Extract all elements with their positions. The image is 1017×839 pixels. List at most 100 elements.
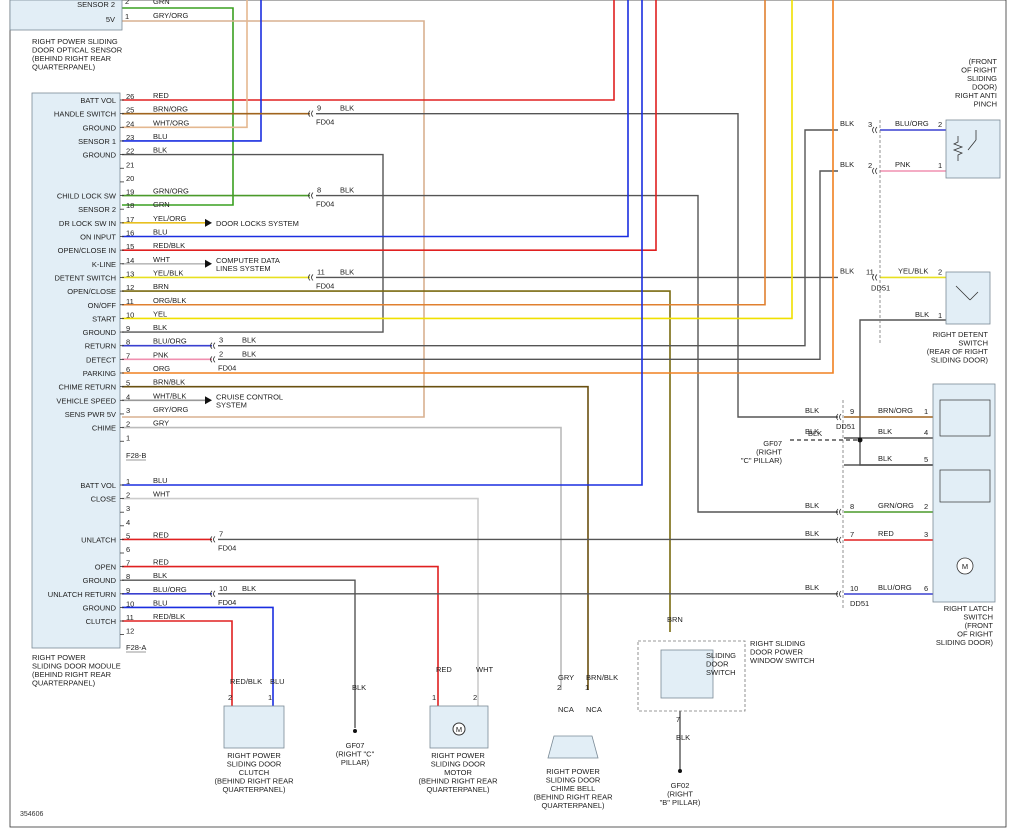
window-switch-caption: DOOR POWER bbox=[750, 648, 804, 657]
wire-return-blk bbox=[218, 129, 838, 347]
pin-number: 5 bbox=[126, 379, 130, 388]
pin-number: 2 bbox=[938, 267, 942, 276]
pin-number: 7 bbox=[850, 530, 854, 539]
gf07-caption: PILLAR) bbox=[341, 758, 370, 767]
module-pin-label: START bbox=[92, 314, 116, 323]
anti-pinch-box bbox=[945, 119, 1001, 179]
module-pin-label: SENSOR 2 bbox=[78, 205, 116, 214]
detent-caption: (REAR OF RIGHT bbox=[927, 347, 989, 356]
pin-number: 22 bbox=[126, 147, 134, 156]
sensor-caption: (BEHIND RIGHT REAR bbox=[32, 54, 112, 63]
nca-label: NCA bbox=[558, 705, 574, 714]
dd51-connector bbox=[872, 274, 878, 281]
pin-number: 1 bbox=[432, 693, 436, 702]
wire-label: GRY bbox=[558, 673, 574, 682]
wire-label: WHT bbox=[153, 255, 170, 264]
pin-number: 17 bbox=[126, 215, 134, 224]
pin-number: 9 bbox=[850, 407, 854, 416]
wire-batt bbox=[122, 0, 615, 101]
pin-number: 10 bbox=[126, 599, 134, 608]
arrow-icon bbox=[205, 396, 212, 405]
wire-label: YEL bbox=[153, 309, 167, 318]
fd04-connector bbox=[308, 274, 314, 281]
wire-a10 bbox=[122, 606, 274, 706]
pin-number: 2 bbox=[126, 420, 130, 429]
dd51-connector bbox=[836, 413, 842, 421]
pin-number: 3 bbox=[126, 504, 130, 513]
motor-caption: SLIDING DOOR bbox=[431, 760, 486, 769]
fd04-connector bbox=[308, 192, 314, 199]
pin-number: 7 bbox=[219, 529, 223, 538]
wire-label: BLU bbox=[153, 598, 168, 607]
pin-number: 2 bbox=[924, 502, 928, 511]
dd51-connector bbox=[836, 508, 842, 516]
wire-label: BRN bbox=[667, 615, 683, 624]
pin-number: 6 bbox=[924, 584, 928, 593]
latch-caption: OF RIGHT bbox=[957, 630, 993, 639]
module-pin-label: ON INPUT bbox=[80, 233, 116, 242]
connector-id: DD51 bbox=[850, 599, 869, 608]
sensor-caption: DOOR OPTICAL SENSOR bbox=[32, 46, 123, 55]
wire-label: BLK bbox=[340, 186, 354, 195]
latch-caption: RIGHT LATCH bbox=[944, 604, 993, 613]
connector-id: FD04 bbox=[316, 118, 334, 127]
sensor-pin-label: SENSOR 2 bbox=[77, 0, 115, 9]
wire-label: GRN bbox=[153, 0, 170, 6]
pin-number: 7 bbox=[676, 715, 680, 724]
pin-number: 14 bbox=[126, 256, 134, 265]
wire-label: BLK bbox=[153, 571, 167, 580]
module-pin-label: CHILD LOCK SW bbox=[57, 192, 117, 201]
wire-label: RED bbox=[153, 530, 169, 539]
arrow-icon bbox=[205, 259, 212, 268]
wire-label: BLK bbox=[840, 266, 854, 275]
wire-label: BLK bbox=[242, 349, 256, 358]
wire-label: BLK bbox=[242, 584, 256, 593]
gf02-caption: "B" PILLAR) bbox=[660, 798, 701, 807]
module-caption: (BEHIND RIGHT REAR bbox=[32, 670, 112, 679]
connector-id: F28-B bbox=[126, 451, 146, 460]
optical-sensor-box bbox=[9, 0, 123, 31]
ref-label: SYSTEM bbox=[216, 400, 247, 409]
pin-number: 8 bbox=[850, 502, 854, 511]
wire-label: BLK bbox=[805, 406, 819, 415]
pin-number: 2 bbox=[938, 120, 942, 129]
wire-label: BLK bbox=[805, 501, 819, 510]
wire-child-blk bbox=[316, 194, 838, 513]
pin-number: 15 bbox=[126, 242, 134, 251]
pin-number: 2 bbox=[219, 349, 223, 358]
wire-label: WHT bbox=[153, 490, 170, 499]
fd04-connector bbox=[210, 590, 216, 598]
clutch-caption: QUARTERPANEL) bbox=[222, 785, 286, 794]
pin-number: 21 bbox=[126, 160, 134, 169]
fd04-connector bbox=[308, 110, 314, 117]
detent-caption: RIGHT DETENT bbox=[933, 330, 989, 339]
module-pin-label: CLUTCH bbox=[86, 617, 116, 626]
wire-label: YEL/BLK bbox=[153, 268, 183, 277]
pin-number: 6 bbox=[126, 545, 130, 554]
latch-sw2 bbox=[939, 469, 991, 503]
wire-label: PNK bbox=[895, 160, 910, 169]
latch-caption: SWITCH bbox=[963, 613, 993, 622]
wire-a1 bbox=[122, 0, 643, 486]
pin-number: 2 bbox=[557, 683, 561, 692]
pin-number: 1 bbox=[125, 12, 129, 21]
detent-caption: SWITCH bbox=[958, 339, 988, 348]
motor-caption: (BEHIND RIGHT REAR bbox=[418, 777, 498, 786]
ref-label: COMPUTER DATA bbox=[216, 256, 280, 265]
wire-5v bbox=[122, 20, 425, 418]
wire-label: RED bbox=[878, 529, 894, 538]
module-pin-label: BATT VOL bbox=[80, 481, 116, 490]
wire-label: BLK bbox=[805, 529, 819, 538]
module-pin-label: SENSOR 1 bbox=[78, 137, 116, 146]
module-pin-label: HANDLE SWITCH bbox=[54, 110, 116, 119]
switch-symbol-icon bbox=[952, 130, 977, 161]
wire-label: PNK bbox=[153, 350, 168, 359]
gf07-caption: "C" PILLAR) bbox=[741, 456, 783, 465]
wire-label: BLK bbox=[805, 427, 819, 436]
wire-label: GRY bbox=[153, 419, 169, 428]
window-switch-inner: SWITCH bbox=[706, 668, 736, 677]
ref-label: DOOR LOCKS SYSTEM bbox=[216, 219, 299, 228]
wire-label: GRN/ORG bbox=[153, 187, 189, 196]
dd51-connector bbox=[872, 126, 878, 134]
